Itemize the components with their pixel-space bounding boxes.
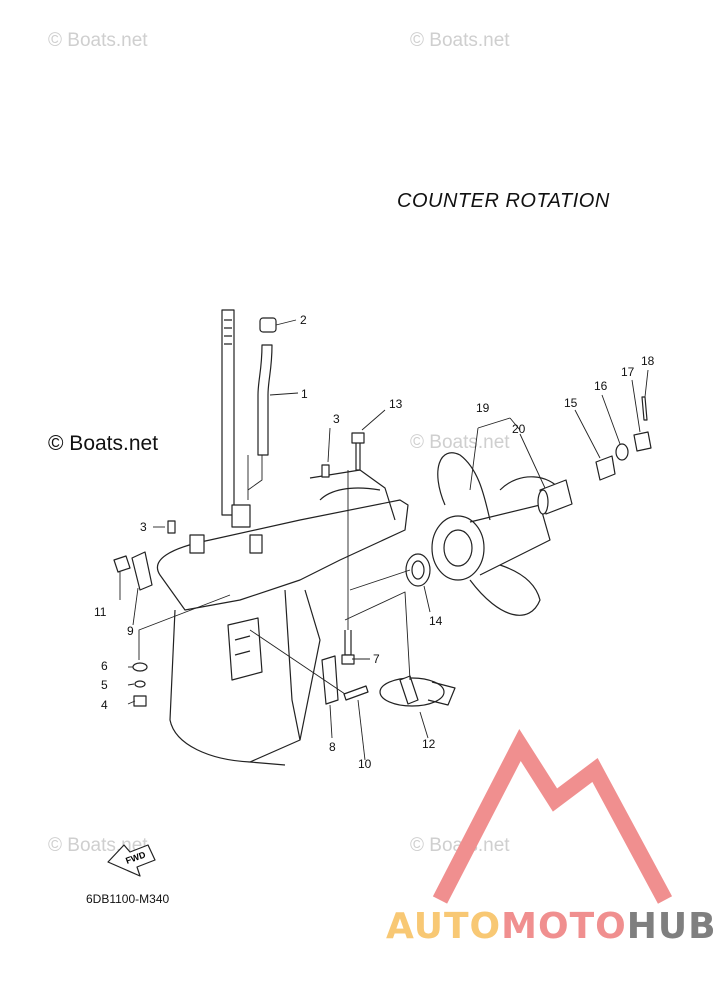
cotter-pin [641, 396, 648, 421]
callout-label: 3 [140, 520, 147, 534]
diagram-code: 6DB1100-M340 [86, 892, 170, 906]
bolt-7 [341, 630, 355, 665]
watermark: © Boats.net [48, 432, 159, 455]
logo: AUTOMOTOHUB [386, 906, 714, 947]
callout-label: 2 [300, 313, 307, 327]
lower-casing [156, 469, 409, 766]
bolt-11 [113, 555, 131, 573]
callout-label: 14 [429, 614, 443, 628]
callout-label: 5 [101, 678, 108, 692]
bolt-10 [343, 685, 369, 701]
logo-part-moto: MOTO [501, 906, 627, 947]
watermark: © Boats.net [48, 30, 148, 51]
callout-label: 19 [476, 401, 490, 415]
watermark: © Boats.net [410, 432, 510, 453]
anode-8 [321, 655, 339, 705]
callout-label: 20 [512, 422, 526, 436]
leader-lines [119, 319, 649, 761]
dowel-pin [321, 464, 330, 478]
callout-label: 6 [101, 659, 108, 673]
callout-label: 7 [373, 652, 380, 666]
callout-label: 11 [94, 605, 107, 619]
callout-label: 3 [333, 412, 340, 426]
callout-label: 4 [101, 698, 108, 712]
washer-6 [132, 662, 148, 672]
callout-label: 17 [621, 365, 635, 379]
callout-label: 18 [641, 354, 655, 368]
bolt-13 [351, 432, 365, 471]
washer-16 [615, 443, 629, 461]
logo-part-hub: HUB [626, 906, 714, 947]
logo-part-auto: AUTO [386, 906, 502, 947]
propeller-nut [633, 431, 652, 452]
callout-label: 1 [301, 387, 308, 401]
anode-9 [131, 551, 153, 591]
dowel-pin [167, 520, 176, 534]
washer-15 [595, 455, 616, 481]
washer-5 [134, 680, 146, 688]
water-tube [257, 317, 277, 456]
spacer-20 [537, 479, 573, 515]
callout-label: 15 [564, 396, 578, 410]
callout-label: 16 [594, 379, 608, 393]
callout-label: 8 [329, 740, 336, 754]
trim-tab [379, 675, 456, 707]
callout-label: 12 [422, 737, 436, 751]
bolt-4 [133, 695, 147, 707]
fwd-arrow-icon [107, 844, 156, 877]
callout-label: 10 [358, 757, 372, 771]
logo-mark-icon [432, 728, 673, 904]
callout-label: 13 [389, 397, 403, 411]
watermark: © Boats.net [410, 30, 510, 51]
diagram-title: COUNTER ROTATION [397, 190, 610, 212]
thrust-washer [405, 553, 431, 587]
propeller [431, 452, 561, 616]
driveshaft [221, 309, 235, 516]
callout-label: 9 [127, 624, 134, 638]
